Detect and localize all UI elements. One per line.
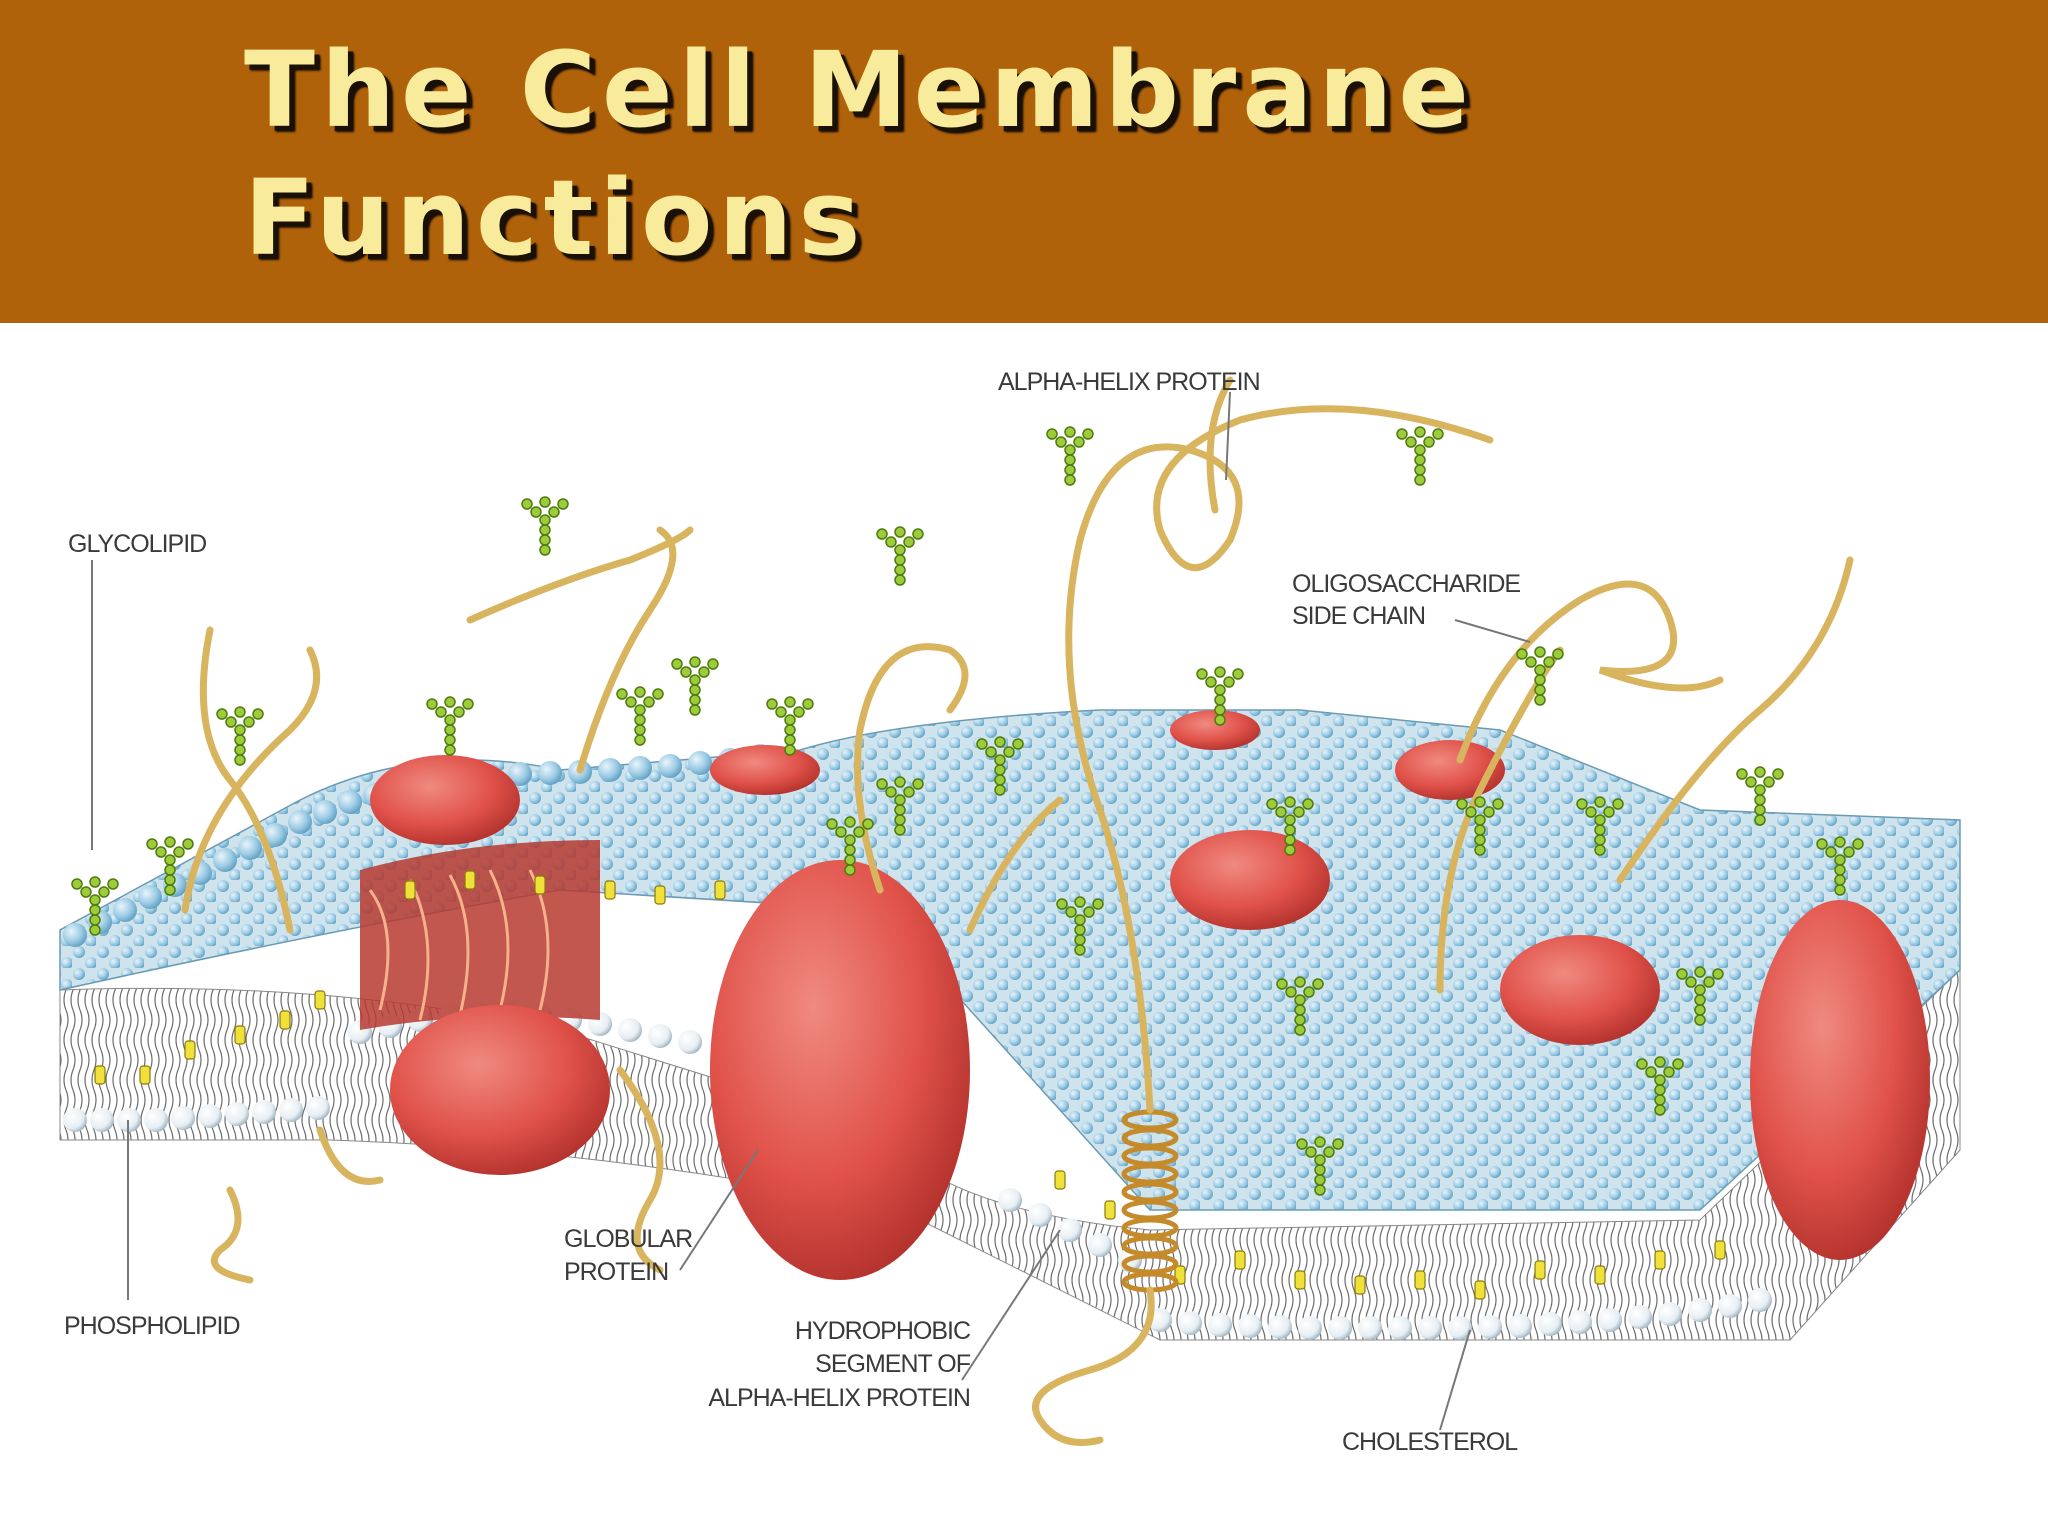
- label-oligosaccharide-line1: OLIGOSACCHARIDE: [1292, 570, 1520, 598]
- diagram-labels: GLYCOLIPID ALPHA-HELIX PROTEIN OLIGOSACC…: [64, 368, 1521, 1456]
- label-alpha-helix-protein: ALPHA-HELIX PROTEIN: [998, 368, 1260, 396]
- leader-lines: [91, 391, 1531, 1431]
- label-hydrophobic-line1: HYDROPHOBIC: [795, 1317, 971, 1345]
- label-oligosaccharide-line2: SIDE CHAIN: [1292, 602, 1425, 630]
- label-globular-line1: GLOBULAR: [564, 1225, 692, 1253]
- globular-protein: [710, 860, 970, 1280]
- label-hydrophobic-line3: ALPHA-HELIX PROTEIN: [708, 1384, 970, 1412]
- slide-title-line1: The Cell Membrane: [244, 29, 1475, 151]
- slide-title-line2: Functions: [244, 157, 867, 279]
- label-cholesterol: CHOLESTEROL: [1342, 1428, 1518, 1456]
- membrane-proteins: [370, 710, 1930, 1280]
- title-band: The Cell Membrane Functions: [0, 0, 2048, 323]
- label-globular-line2: PROTEIN: [564, 1258, 668, 1286]
- label-phospholipid: PHOSPHOLIPID: [64, 1312, 240, 1340]
- label-hydrophobic-line2: SEGMENT OF: [815, 1350, 971, 1378]
- alpha-helix-segment: [1121, 1109, 1179, 1293]
- label-glycolipid: GLYCOLIPID: [68, 530, 206, 558]
- slide-title: The Cell Membrane Functions: [244, 26, 1475, 282]
- cell-membrane-diagram: GLYCOLIPID ALPHA-HELIX PROTEIN OLIGOSACC…: [59, 368, 1961, 1456]
